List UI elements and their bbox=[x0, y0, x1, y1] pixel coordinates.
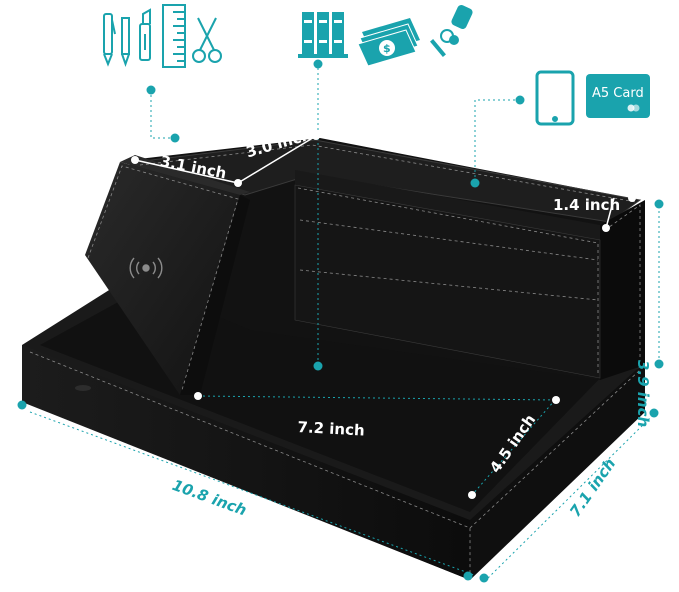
slot-depth-label: 1.4 inch bbox=[553, 196, 621, 214]
card-label: A5 Card bbox=[592, 86, 644, 101]
rear-box-right bbox=[600, 200, 645, 380]
desk-organizer bbox=[22, 138, 645, 580]
dimension-markers bbox=[17, 59, 664, 583]
tablet-icon bbox=[535, 70, 575, 126]
document-icons: $ bbox=[298, 4, 473, 67]
dimension-lines bbox=[134, 135, 615, 229]
tray-width-label: 7.2 inch bbox=[297, 418, 366, 440]
slot-panel-front bbox=[294, 184, 601, 379]
binders-icon bbox=[298, 12, 348, 58]
charger-tower-top bbox=[120, 155, 250, 195]
cash-stack-icon: $ bbox=[357, 18, 420, 67]
wireless-charging-icon bbox=[129, 257, 163, 279]
utility-knife-icon bbox=[139, 8, 151, 61]
ruler-icon bbox=[162, 4, 186, 68]
stitching bbox=[29, 144, 641, 575]
total-height-label: 3.9 inch bbox=[634, 360, 652, 428]
card-icon bbox=[586, 74, 650, 118]
stationery-icons bbox=[103, 4, 222, 68]
pen-icon bbox=[103, 13, 116, 67]
tray-right-side bbox=[470, 362, 645, 580]
svg-text:$: $ bbox=[383, 42, 391, 55]
led-indicator bbox=[75, 385, 91, 391]
charger-tower-front bbox=[85, 162, 240, 395]
keys-icon bbox=[430, 4, 473, 57]
leader-lines bbox=[29, 68, 660, 579]
scissors-icon bbox=[192, 17, 222, 63]
tray-front-side bbox=[22, 345, 470, 580]
pencil-icon bbox=[121, 17, 130, 68]
device-icons bbox=[535, 70, 650, 126]
charger-tower-side bbox=[180, 195, 250, 395]
